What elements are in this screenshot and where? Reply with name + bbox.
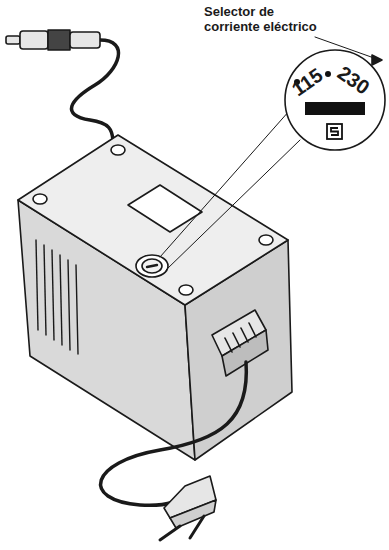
- mains-inlet: [212, 310, 268, 376]
- selector-knob: [136, 255, 168, 277]
- output-cable: [71, 40, 118, 140]
- leader-line: [166, 140, 300, 270]
- box-top-face: [18, 135, 288, 305]
- callout-label: Selector de corriente eléctrico: [204, 4, 332, 34]
- mains-cable: [101, 362, 247, 505]
- mains-plug: [160, 476, 216, 540]
- cooling-slots: [36, 240, 78, 354]
- screws: [33, 145, 273, 295]
- selector-inset-circle: 115230: [283, 48, 387, 152]
- label-plate: [128, 185, 202, 232]
- leader-line: [160, 110, 290, 257]
- output-plug: [6, 30, 100, 50]
- pointer-triangle: [372, 55, 382, 65]
- inset-outline: [283, 48, 387, 152]
